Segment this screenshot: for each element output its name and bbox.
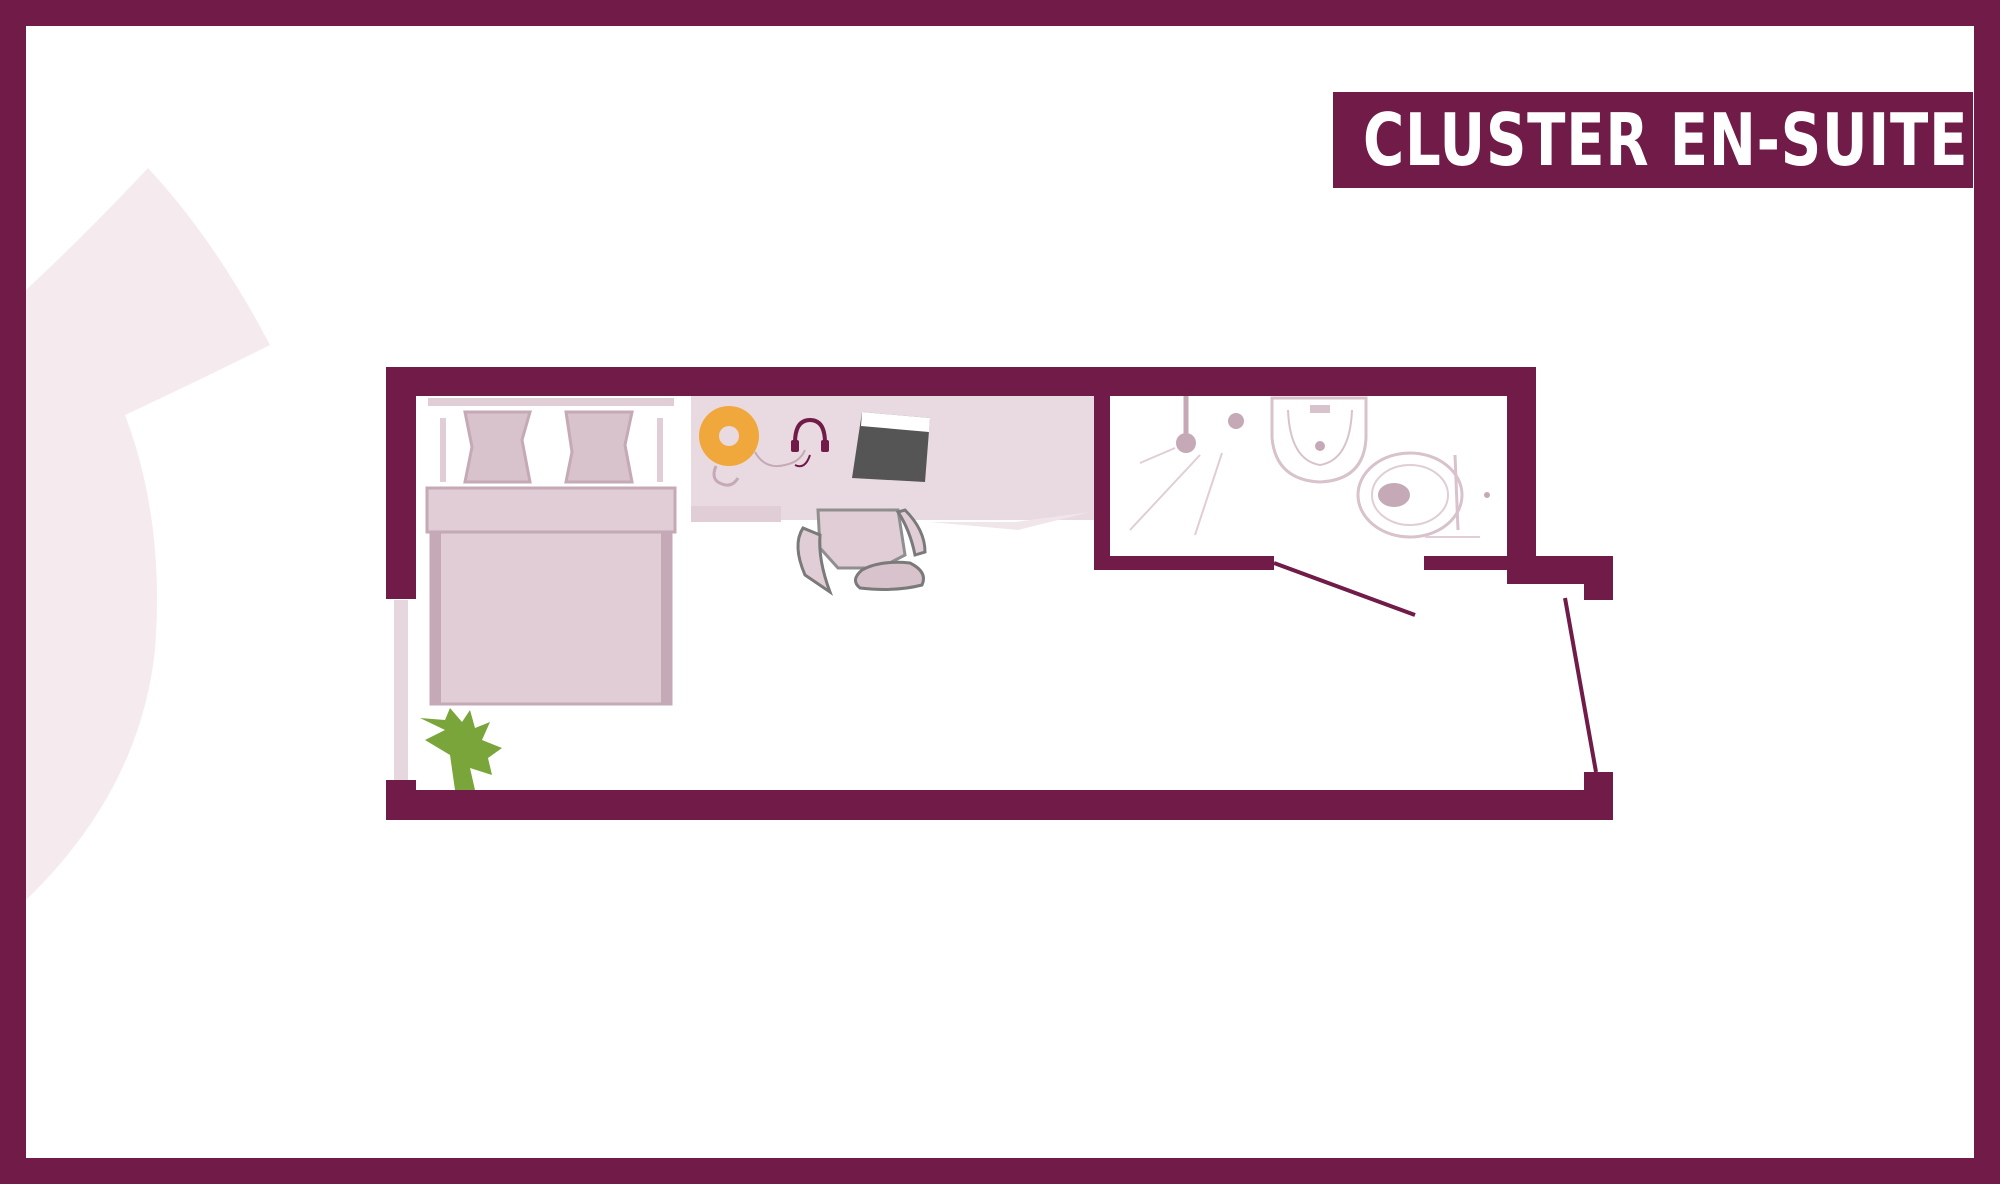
toilet-icon: [1356, 451, 1490, 539]
wall-bathroom-bottom-right: [1424, 556, 1507, 570]
bathroom-door: [1273, 561, 1416, 617]
headphones-icon: [791, 417, 829, 468]
shower-icon: [1129, 396, 1244, 536]
room-walls: [386, 367, 1613, 820]
double-bed-icon: [425, 398, 677, 706]
title-banner: CLUSTER EN-SUITE: [1333, 92, 1973, 188]
office-chair-icon: [796, 508, 927, 596]
wall-bottom: [386, 790, 1613, 820]
wall-entry-stub-bottom: [1584, 772, 1613, 820]
wall-bathroom-bottom-left: [1094, 556, 1274, 570]
wall-bathroom-right: [1507, 367, 1536, 570]
wall-bathroom-left: [1094, 367, 1110, 570]
background-decoration: [26, 168, 270, 900]
wall-left-upper: [386, 367, 416, 599]
wall-top: [386, 367, 1536, 396]
entrance-door: [1563, 597, 1598, 773]
potted-plant-icon: [420, 708, 502, 790]
wall-entry-stub-top: [1584, 556, 1613, 600]
desk-fan-icon: [699, 406, 806, 487]
page-title: CLUSTER EN-SUITE: [1363, 98, 1969, 182]
laptop-icon: [852, 412, 930, 482]
sink-icon: [1270, 396, 1368, 484]
